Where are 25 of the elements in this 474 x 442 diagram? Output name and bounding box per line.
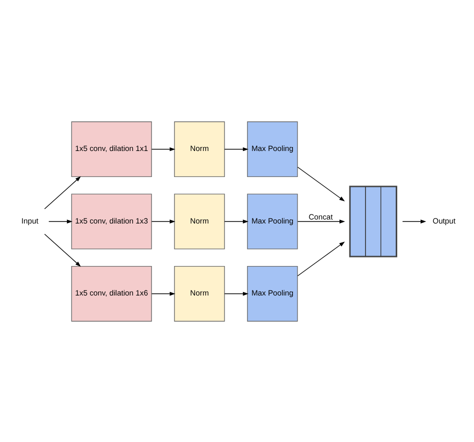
node-box: Norm (174, 120, 225, 177)
arrow (48, 219, 72, 223)
arrow (402, 219, 426, 223)
arrow (44, 233, 81, 266)
arrow (224, 219, 248, 223)
node-box: Max Pooling (247, 120, 298, 177)
arrow (151, 219, 176, 223)
node-box: 1x5 conv, dilation 1x3 (71, 193, 152, 249)
node-box: Norm (174, 193, 225, 249)
node-box: Max Pooling (247, 193, 298, 249)
arrow (297, 241, 345, 276)
node-box: 1x5 conv, dilation 1x6 (71, 265, 152, 322)
node-text: Input (21, 216, 38, 225)
arrow (151, 291, 176, 296)
arrow (297, 219, 346, 223)
node-box: 1x5 conv, dilation 1x1 (71, 120, 152, 177)
arrow (44, 176, 81, 209)
arrow (224, 146, 248, 151)
node-text: Output (432, 216, 456, 225)
arrow (151, 146, 176, 151)
edge-label: Concat (308, 212, 333, 221)
arrow (297, 166, 345, 201)
node-box: Norm (174, 265, 225, 322)
node-box: Max Pooling (247, 265, 298, 322)
arrow (224, 291, 248, 296)
